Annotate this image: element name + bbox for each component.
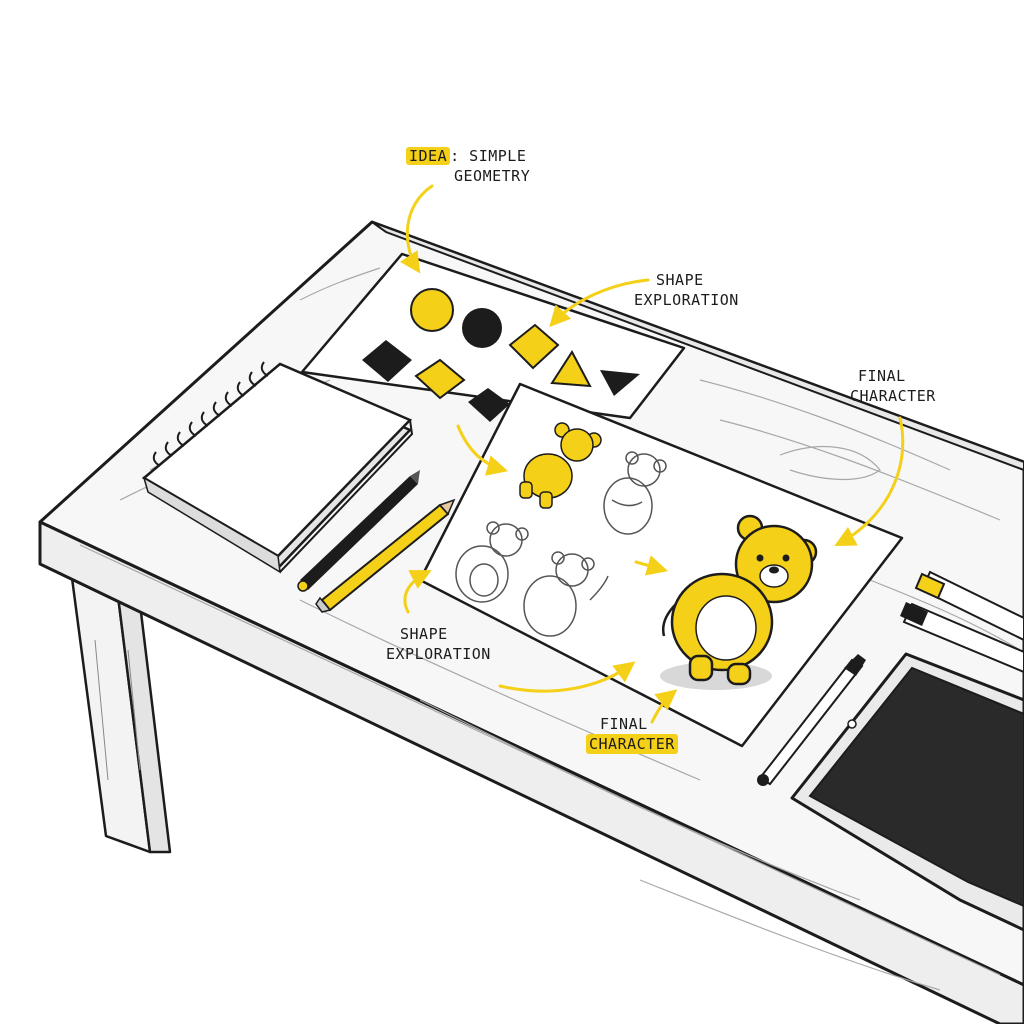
label-idea: IDEA: SIMPLE GEOMETRY <box>406 146 530 186</box>
arrow-final-bottom <box>650 689 678 724</box>
yellow-diamond <box>508 323 560 370</box>
label-idea-rest: : SIMPLE <box>450 147 527 165</box>
black-square <box>362 340 412 382</box>
label-final-bottom-line1: FINAL <box>600 715 648 733</box>
black-circle <box>462 308 502 348</box>
label-shape-top-line2: EXPLORATION <box>634 291 739 309</box>
label-shape-exploration-bottom: SHAPE EXPLORATION <box>386 624 491 664</box>
label-final-top-line2: CHARACTER <box>850 387 936 405</box>
label-final-top-line1: FINAL <box>858 367 906 385</box>
arrow-shape-bottom-up <box>403 570 432 614</box>
label-shape-exploration-top: SHAPE EXPLORATION <box>634 270 739 310</box>
pencil-icon <box>315 498 456 613</box>
arrow-geometry-to-sheet <box>456 424 509 476</box>
spiral-notebook-icon <box>141 361 414 574</box>
marker-black <box>900 602 1024 674</box>
yellow-circle <box>410 288 454 332</box>
bear-sketch-yellow <box>519 422 602 509</box>
final-character-bear <box>660 514 818 690</box>
bear-sketch-4 <box>523 551 609 637</box>
pen-icon <box>297 470 420 592</box>
label-idea-keyword: IDEA <box>406 147 451 165</box>
yellow-triangle <box>550 350 592 388</box>
arrow-shape-top <box>549 278 650 328</box>
arrow-idea <box>399 184 434 274</box>
label-final-character-bottom: FINAL CHARACTER <box>586 714 678 754</box>
black-triangle <box>600 370 640 396</box>
pen-black <box>757 654 866 786</box>
bear-sketch-2 <box>603 451 667 535</box>
label-shape-bottom-line2: EXPLORATION <box>386 645 491 663</box>
bear-sketches-outline <box>455 451 667 637</box>
marker-icon <box>914 570 1024 642</box>
label-shape-top-line1: SHAPE <box>656 271 704 289</box>
label-final-character-top: FINAL CHARACTER <box>850 366 936 406</box>
label-shape-bottom-line1: SHAPE <box>400 625 448 643</box>
label-final-bottom-line2: CHARACTER <box>586 734 678 754</box>
arrow-sketch-to-final <box>634 555 669 576</box>
table-front-edge <box>38 520 1024 1024</box>
arrow-shape-bottom-right <box>498 661 636 693</box>
arrow-final-top <box>834 416 905 546</box>
tablet-icon <box>790 652 1024 932</box>
geometry-sheet <box>300 252 686 422</box>
flow-arrows <box>399 184 905 724</box>
black-diamond <box>468 388 510 422</box>
yellow-square <box>414 358 466 400</box>
label-idea-line2: GEOMETRY <box>454 167 531 185</box>
bear-sketch-3 <box>455 521 529 603</box>
